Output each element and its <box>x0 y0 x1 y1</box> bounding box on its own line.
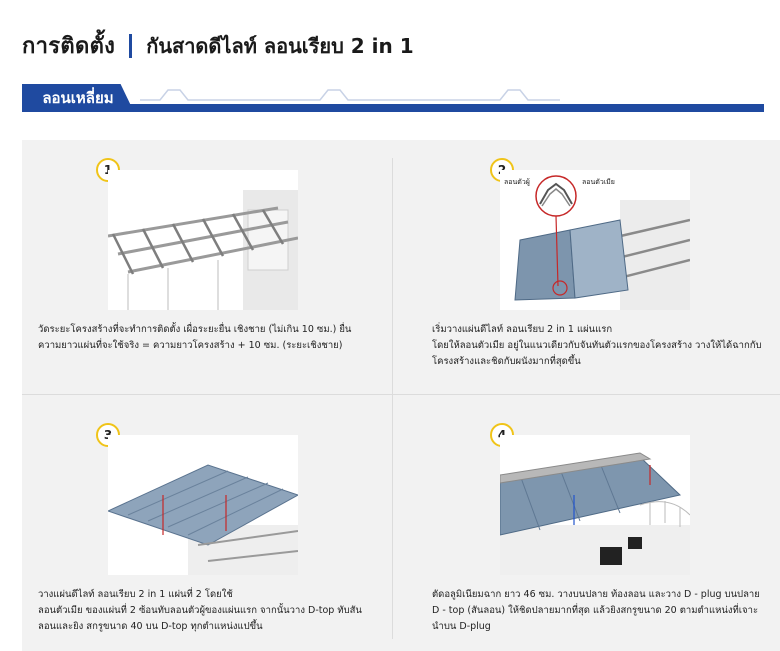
callout-female-ridge: ลอนตัวเมีย <box>582 178 615 186</box>
banner-tab: ลอนเหลี่ยม <box>22 84 134 112</box>
step-4-line: นำบน D-plug <box>432 621 491 632</box>
callout-male-ridge: ลอนตัวผู้ <box>504 178 530 186</box>
step-1-line: ความยาวแผ่นที่จะใช้จริง = ความยาวโครงสร้… <box>38 340 343 351</box>
roof-frame-icon <box>108 190 298 310</box>
step-2-description: เริ่มวางแผ่นดีไลท์ ลอนเรียบ 2 in 1 แผ่นแ… <box>432 322 762 370</box>
page-header: การติดตั้ง กันสาดดีไลท์ ลอนเรียบ 2 in 1 <box>22 28 414 63</box>
step-2-line: โครงสร้างและชิดกับผนังมากที่สุดขึ้น <box>432 356 581 367</box>
step-4-line: D - top (สันลอน) ให้ชิดปลายมากที่สุด แล้… <box>432 605 759 616</box>
step-2-illustration: ลอนตัวผู้ ลอนตัวเมีย <box>500 170 690 310</box>
step-1-description: วัดระยะโครงสร้างที่จะทำการติดตั้ง เผื่อร… <box>38 322 368 354</box>
banner-bar <box>22 104 764 112</box>
step-1-illustration <box>108 170 298 310</box>
page-subtitle: กันสาดดีไลท์ ลอนเรียบ 2 in 1 <box>146 33 414 58</box>
horizontal-divider <box>22 394 780 395</box>
page-title: การติดตั้ง <box>22 34 116 59</box>
step-4-line: ตัดอลูมิเนียมฉาก ยาว 46 ซม. วางบนปลาย ท้… <box>432 589 760 600</box>
second-sheet-overlap-icon <box>108 464 298 575</box>
step-2-line: เริ่มวางแผ่นดีไลท์ ลอนเรียบ 2 in 1 แผ่นแ… <box>432 324 613 335</box>
vertical-divider <box>392 158 393 639</box>
step-3-line: ลอนและยิง สกรูขนาด 40 บน D-top ทุกตำแหน่… <box>38 621 263 632</box>
step-2-line: โดยให้ลอนตัวเมีย อยู่ในแนวเดียวกับจันทัน… <box>432 340 762 351</box>
step-1-line: วัดระยะโครงสร้างที่จะทำการติดตั้ง เผื่อร… <box>38 324 352 335</box>
roof-profile-icon <box>140 89 560 101</box>
step-3-line: วางแผ่นดีไลท์ ลอนเรียบ 2 in 1 แผ่นที่ 2 … <box>38 589 233 600</box>
first-sheet-placement-icon: ลอนตัวผู้ ลอนตัวเมีย <box>504 175 690 310</box>
step-3-line: ลอนตัวเมีย ของแผ่นที่ 2 ซ้อนทับลอนตัวผู้… <box>38 605 362 616</box>
section-banner: ลอนเหลี่ยม <box>22 82 764 114</box>
step-3-illustration <box>108 435 298 575</box>
step-4-illustration <box>500 435 690 575</box>
step-4-description: ตัดอลูมิเนียมฉาก ยาว 46 ซม. วางบนปลาย ท้… <box>432 587 762 635</box>
step-3-description: วางแผ่นดีไลท์ ลอนเรียบ 2 in 1 แผ่นที่ 2 … <box>38 587 368 635</box>
steps-panel: 1 วัดระยะโครง <box>22 140 780 651</box>
end-cap-plug-icon <box>500 452 690 575</box>
title-separator <box>129 33 133 58</box>
